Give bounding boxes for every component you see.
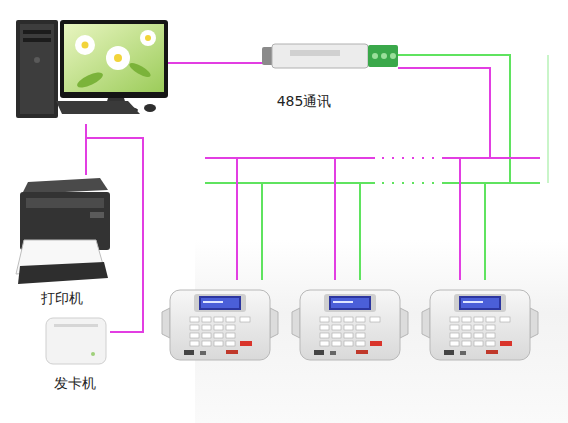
drop-wire	[236, 158, 238, 280]
bus-wire	[442, 182, 540, 184]
drop-wire	[334, 158, 336, 280]
bus-wire	[205, 182, 375, 184]
drop-wire	[484, 183, 486, 280]
card-issuer-node: 发卡机	[30, 314, 126, 394]
printer-node: 打印机	[10, 172, 120, 308]
bus-wire	[547, 55, 549, 183]
printer-wire	[85, 124, 87, 175]
bus-wire	[398, 68, 490, 158]
terminal-device	[292, 290, 408, 360]
converter-node: 485通讯	[258, 36, 408, 112]
bus-wire	[442, 157, 540, 159]
printer-icon	[16, 178, 110, 284]
bus-gap	[382, 182, 436, 184]
bus-wire	[205, 157, 375, 159]
terminal-device	[162, 290, 278, 360]
device-label: 发卡机	[54, 375, 96, 391]
drop-wire	[359, 183, 361, 280]
bus-wire	[398, 55, 510, 183]
converter-icon	[262, 44, 398, 68]
terminal-device	[422, 290, 538, 360]
device-label: 485通讯	[277, 93, 332, 109]
card-issuer-icon	[46, 318, 106, 364]
bus-gap	[382, 157, 436, 159]
drop-wire	[261, 183, 263, 280]
pc-link-wire	[168, 62, 266, 64]
computer-icon	[16, 20, 168, 118]
drop-wire	[459, 158, 461, 280]
device-label: 打印机	[41, 290, 83, 306]
